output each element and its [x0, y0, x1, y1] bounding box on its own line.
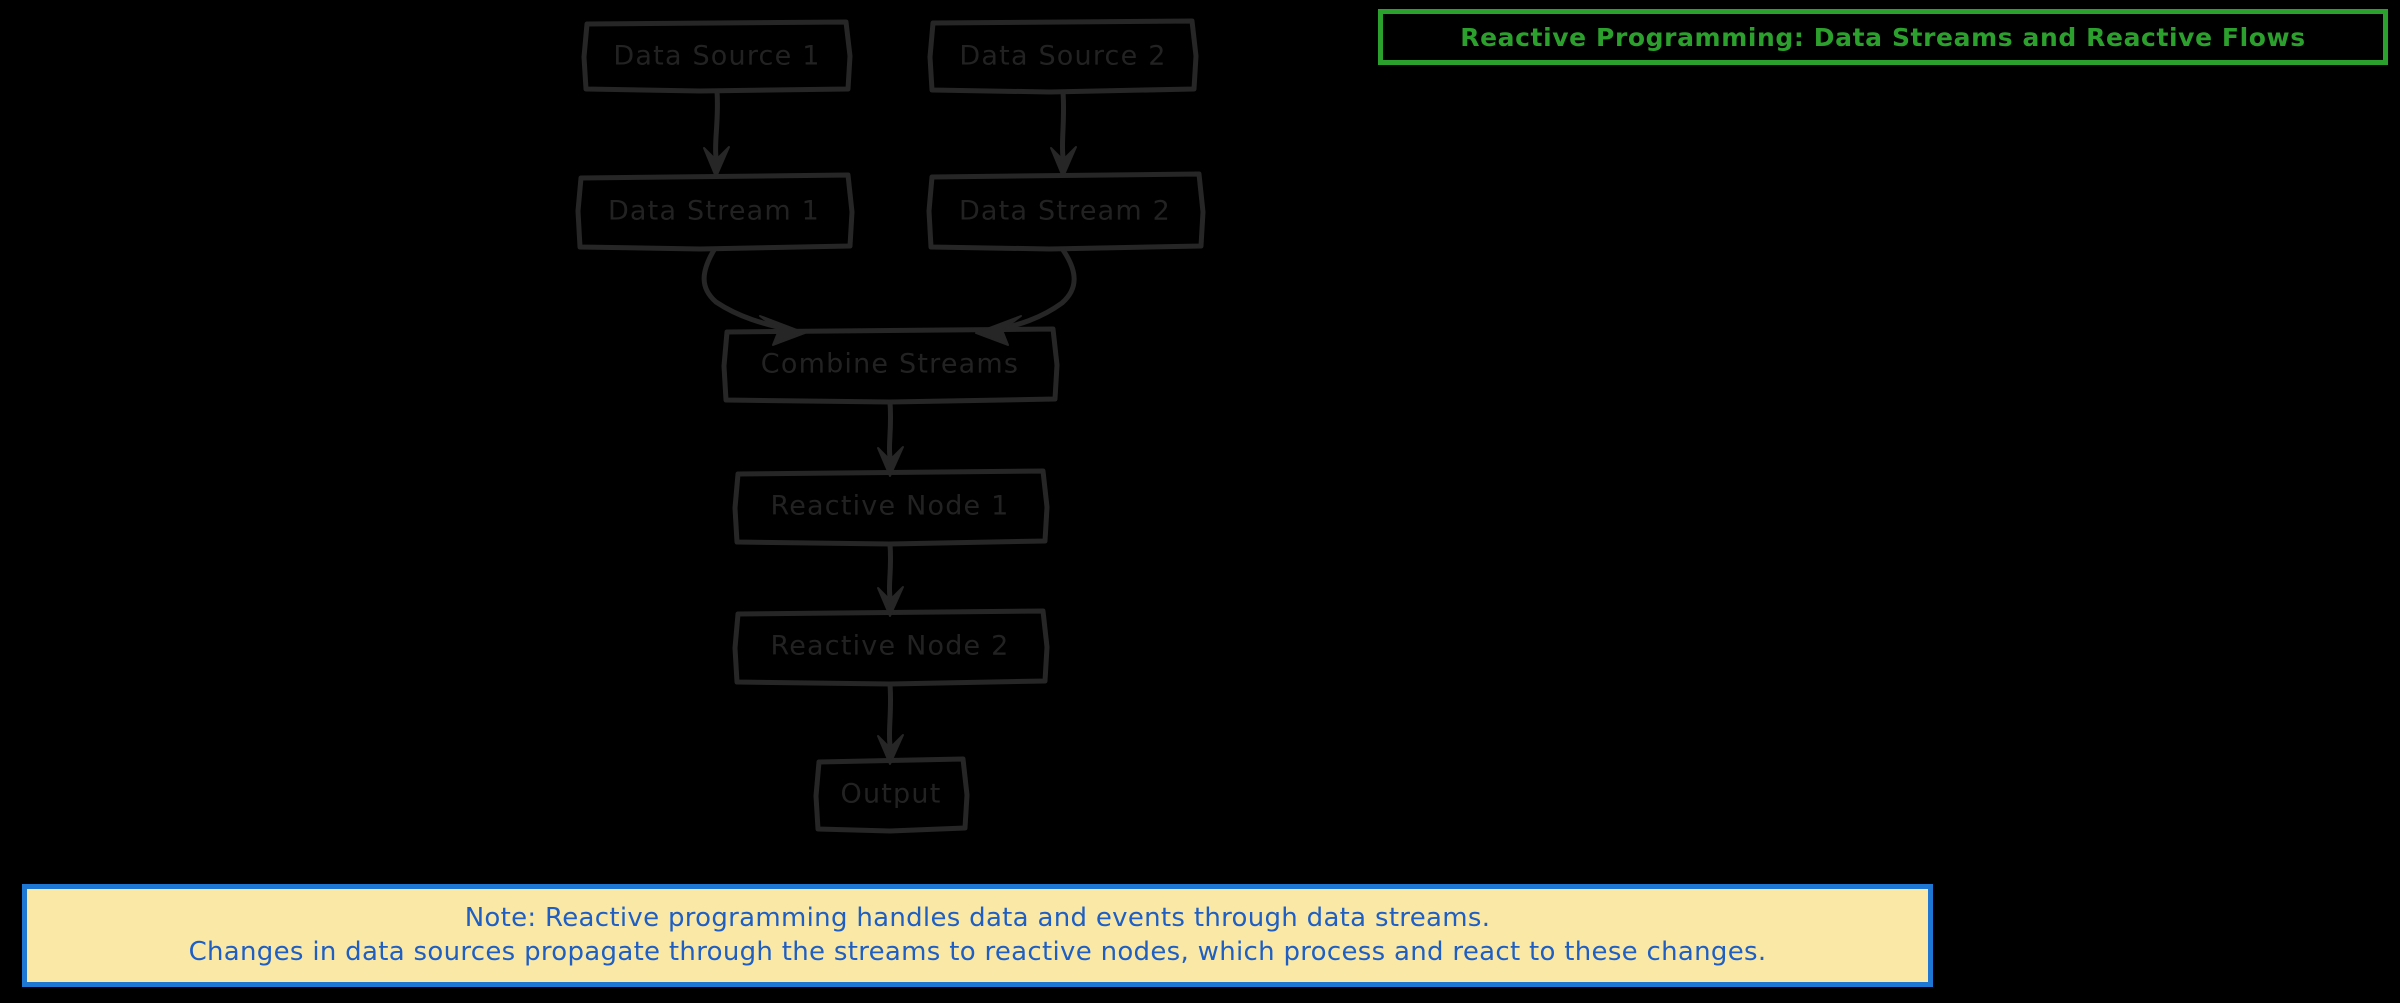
- node-reactive-node-1-outline: [732, 468, 1050, 547]
- node-combine-streams-label: Combine Streams: [761, 349, 1019, 380]
- node-data-stream-1-label: Data Stream 1: [608, 196, 820, 227]
- node-combine-streams-outline: [721, 326, 1060, 405]
- note-line-2: Changes in data sources propagate throug…: [188, 936, 1767, 967]
- edge-stream1-to-combine: [701, 247, 806, 346]
- node-data-stream-1-outline: [575, 172, 855, 252]
- node-reactive-node-1[interactable]: Reactive Node 1: [732, 468, 1050, 547]
- node-reactive-node-2[interactable]: Reactive Node 2: [732, 608, 1050, 687]
- node-reactive-node-2-label: Reactive Node 2: [770, 631, 1009, 662]
- note-line-1: Note: Reactive programming handles data …: [464, 902, 1491, 933]
- node-output[interactable]: Output: [813, 756, 970, 834]
- node-data-stream-2-outline: [926, 171, 1206, 252]
- node-reactive-node-2-outline: [732, 608, 1050, 687]
- node-data-source-1[interactable]: Data Source 1: [581, 19, 853, 94]
- node-data-source-2-label: Data Source 2: [959, 41, 1166, 72]
- edge-combine-to-node1: [877, 399, 904, 477]
- node-data-source-2[interactable]: Data Source 2: [927, 18, 1199, 95]
- edge-node2-to-output: [877, 681, 904, 765]
- node-combine-streams[interactable]: Combine Streams: [721, 326, 1060, 405]
- node-data-source-1-label: Data Source 1: [613, 41, 820, 72]
- edge-stream2-to-combine: [975, 247, 1077, 346]
- node-data-source-2-outline: [927, 18, 1199, 95]
- edge-source1-to-stream1: [703, 88, 730, 178]
- node-data-stream-1[interactable]: Data Stream 1: [575, 172, 855, 252]
- node-reactive-node-1-label: Reactive Node 1: [770, 491, 1009, 522]
- title-banner: Reactive Programming: Data Streams and R…: [1378, 9, 2388, 65]
- node-data-stream-2[interactable]: Data Stream 2: [926, 171, 1206, 252]
- node-data-source-1-outline: [581, 19, 853, 94]
- edge-source2-to-stream2: [1050, 89, 1077, 178]
- node-data-stream-2-label: Data Stream 2: [959, 196, 1171, 227]
- page-title: Reactive Programming: Data Streams and R…: [1460, 22, 2306, 52]
- edge-node1-to-node2: [877, 541, 904, 617]
- node-output-label: Output: [841, 779, 942, 810]
- note-callout: Note: Reactive programming handles data …: [22, 884, 1933, 987]
- node-output-outline: [813, 756, 970, 834]
